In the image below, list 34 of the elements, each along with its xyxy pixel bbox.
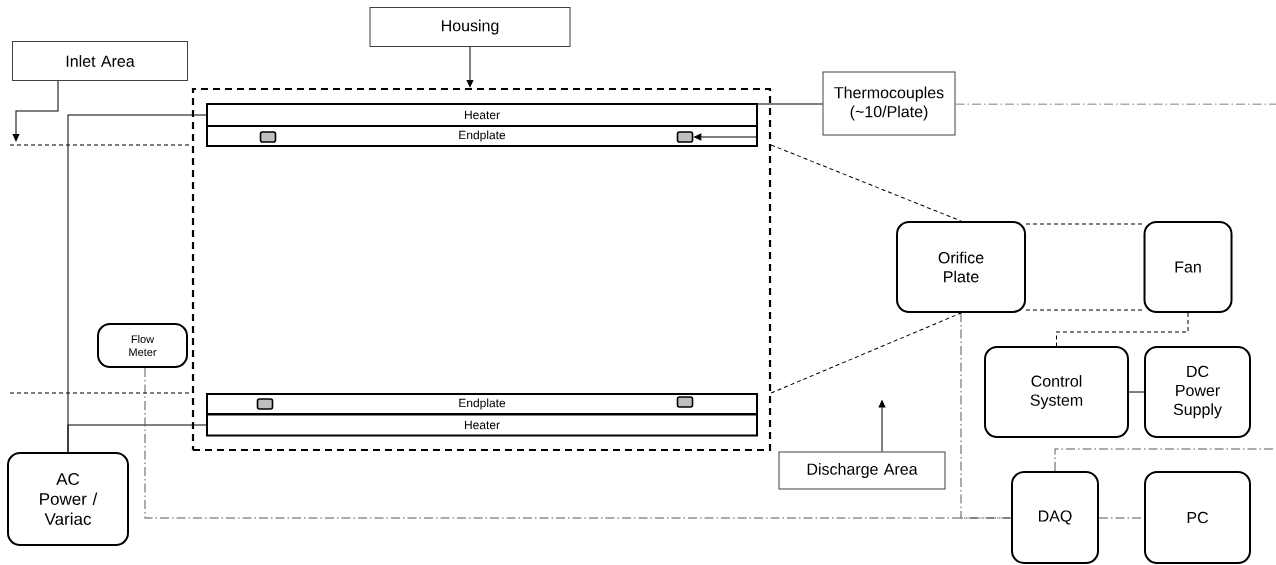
- connector-line: [955, 103, 1276, 105]
- connector-line: [1025, 223, 1144, 225]
- connector-line: [1128, 391, 1145, 393]
- connector-line: [770, 144, 962, 222]
- rounded-box: DAQ: [1011, 471, 1099, 564]
- label-box: Discharge Area: [778, 451, 946, 490]
- housing-outline: [191, 87, 772, 452]
- connector-line: [694, 103, 823, 141]
- thermocouple-box: [256, 398, 274, 410]
- thermocouple-box: [676, 396, 694, 408]
- rounded-box: Control System: [984, 346, 1129, 438]
- connector-line: [466, 46, 474, 88]
- plate-bar: Endplate: [206, 125, 758, 147]
- connector-line: [12, 80, 59, 142]
- rounded-box: AC Power / Variac: [7, 452, 129, 546]
- connector-line: [67, 424, 207, 453]
- thermocouple-box: [259, 131, 277, 143]
- label-box: Thermocouples (~10/Plate): [822, 71, 956, 136]
- connector-line: [878, 400, 886, 452]
- label-box: Inlet Area: [12, 41, 188, 81]
- connector-line: [960, 312, 1012, 519]
- connector-line: [1025, 309, 1144, 311]
- plate-bar: Endplate: [206, 393, 758, 415]
- label-box: Housing: [369, 7, 571, 47]
- rounded-box: DC Power Supply: [1144, 346, 1251, 438]
- rounded-box: Flow Meter: [97, 323, 188, 368]
- connector-line: [770, 312, 962, 394]
- rounded-box: Orifice Plate: [896, 221, 1026, 313]
- connector-line: [1056, 312, 1189, 347]
- plate-bar: Heater: [206, 413, 758, 437]
- rounded-box: Fan: [1143, 221, 1233, 313]
- rounded-box: PC: [1144, 471, 1251, 564]
- thermocouple-box: [676, 131, 694, 143]
- plate-bar: Heater: [206, 103, 758, 127]
